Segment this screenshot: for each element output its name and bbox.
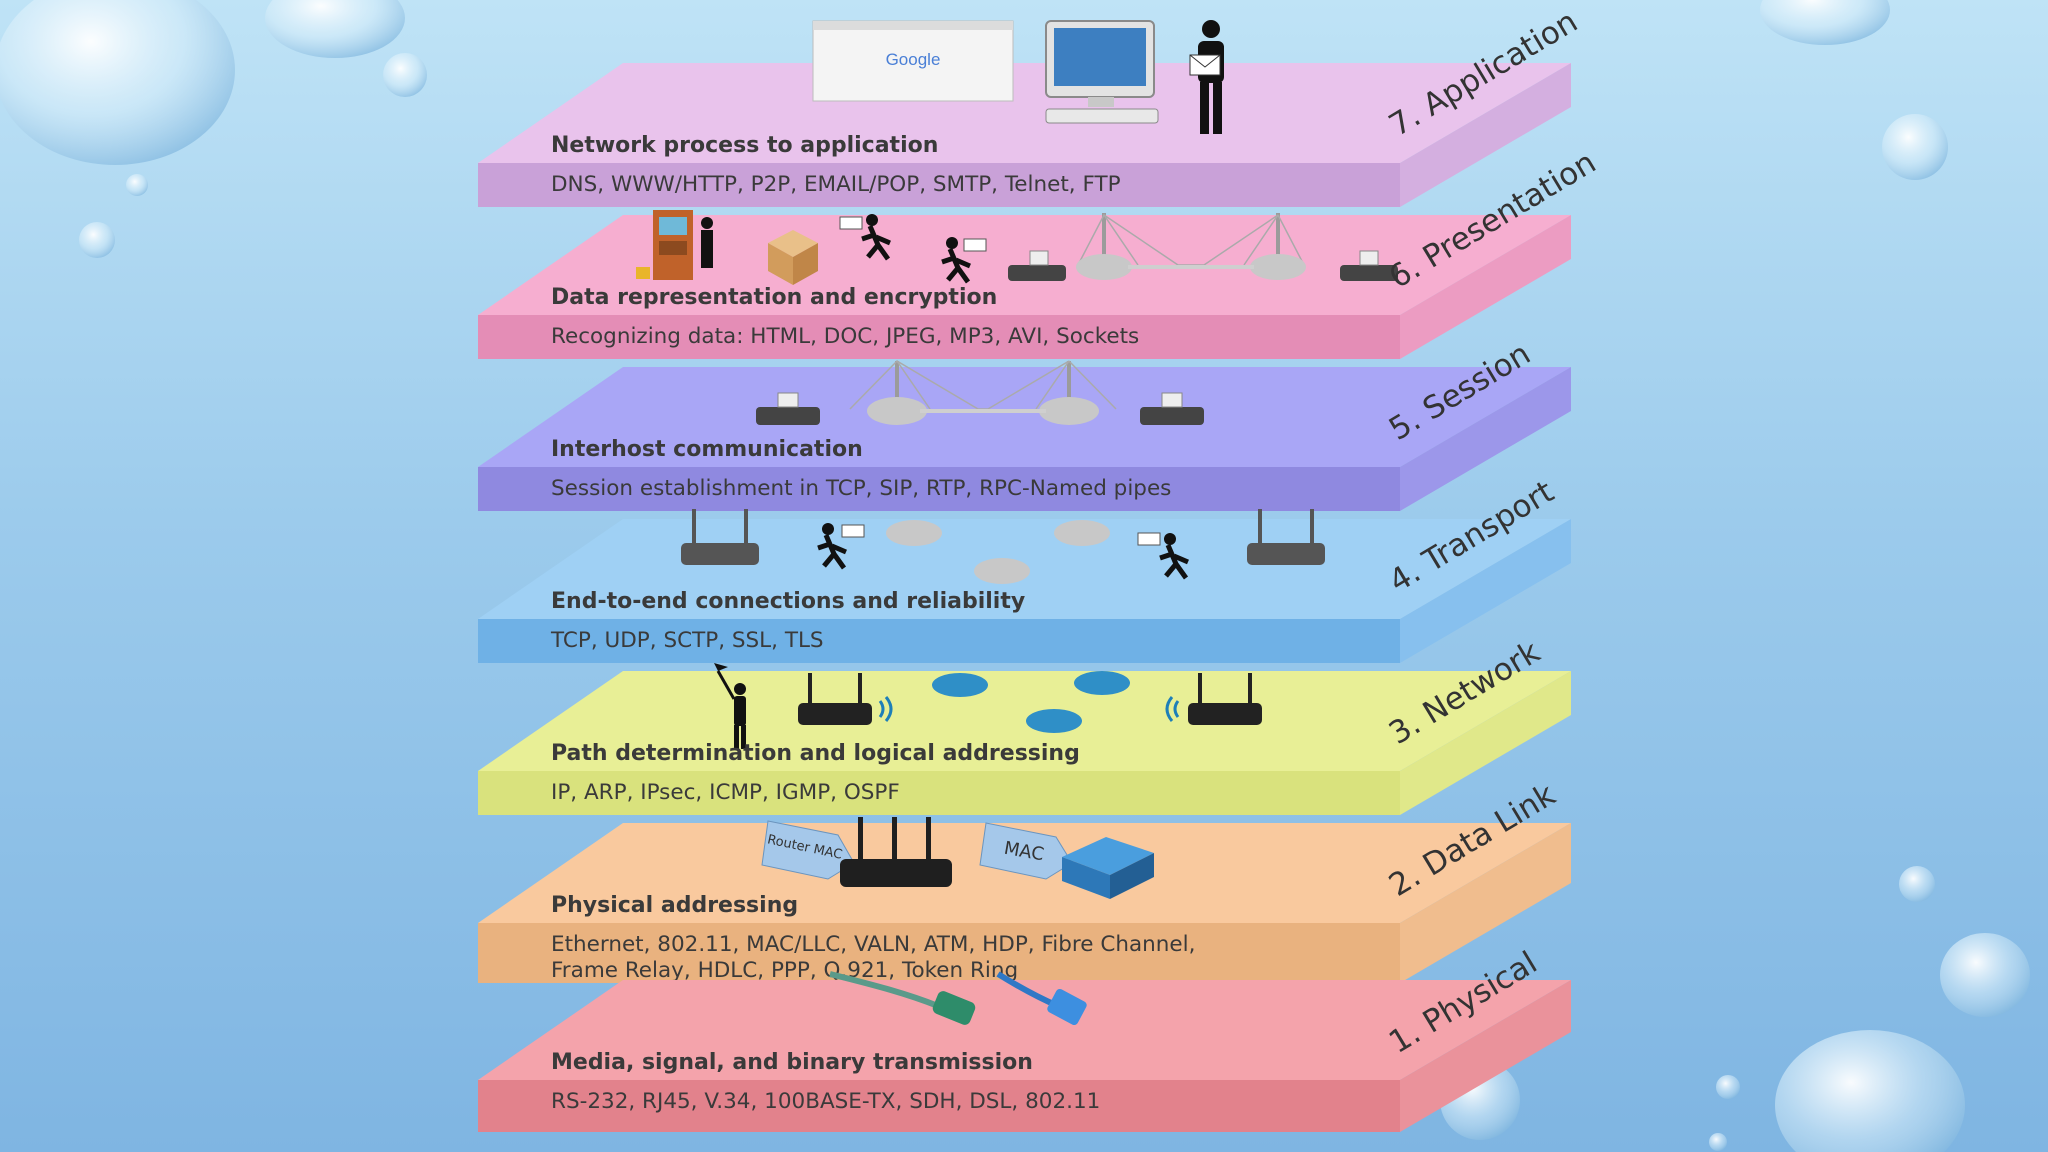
router-icon [756,392,820,425]
layer-description: Interhost communication [551,437,863,462]
layer-description: Path determination and logical addressin… [551,741,1080,766]
layer-description: Physical addressing [551,893,799,918]
router-icon [681,509,759,565]
browser-logo: Google [886,50,941,69]
running-courier-icon [817,523,865,570]
layer-protocols: Recognizing data: HTML, DOC, JPEG, MP3, … [551,324,1140,349]
router-icon [1140,392,1204,425]
layer-description: Media, signal, and binary transmission [551,1050,1033,1075]
session-icons [756,359,1204,425]
ethernet-cable-icon [996,971,1087,1026]
layer-protocols-line: Frame Relay, HDLC, PPP, Q.921, Token Rin… [551,958,1019,983]
package-box-icon [768,230,818,285]
router-mac-tag: Router MAC [761,820,855,880]
network-icons [714,663,1262,749]
router-icon [1008,250,1066,281]
bridge-icon [849,359,1117,425]
fiber-cable-icon [829,971,976,1025]
layer-network: Path determination and logical addressin… [478,634,1571,837]
layer-protocols: Session establishment in TCP, SIP, RTP, … [551,476,1172,501]
application-icons: Google [812,20,1224,134]
person-with-letter-icon [1189,20,1224,134]
mac-tag: MAC [979,822,1073,880]
person-with-flag-icon [714,663,746,749]
switch-icon [1062,837,1154,899]
desktop-computer-icon [1045,20,1159,124]
file-cabinet-icon [636,210,713,280]
transport-icons [681,509,1325,584]
layer-protocols: DNS, WWW/HTTP, P2P, EMAIL/POP, SMTP, Tel… [551,172,1121,197]
router-icon [1340,250,1398,281]
layer-protocols: TCP, UDP, SCTP, SSL, TLS [551,628,824,653]
layer-slab [478,367,1571,511]
layer-slab [478,980,1571,1132]
layer-protocols-line: Ethernet, 802.11, MAC/LLC, VALN, ATM, HD… [551,932,1196,957]
data-link-icons: Router MAC MAC [761,817,1154,899]
wireless-router-icon [1165,673,1262,725]
layer-data-link: Router MAC MAC Physical addressing Ether… [478,777,1571,989]
layer-protocols: Ethernet, 802.11, MAC/LLC, VALN, ATM, HD… [551,932,1195,984]
layer-protocols: RS-232, RJ45, V.34, 100BASE-TX, SDH, DSL… [551,1089,1101,1114]
layer-application: Google Network process to application DN… [478,3,1584,229]
wireless-router-icon [798,673,893,725]
layer-physical: Media, signal, and binary transmission R… [478,945,1571,1146]
layer-slab [478,671,1571,815]
router-icon [840,817,952,887]
bridge-icon [1076,213,1306,280]
layer-transport: End-to-end connections and reliability T… [478,474,1571,685]
layer-presentation: Data representation and encryption Recog… [478,144,1602,381]
running-courier-icon [1137,532,1189,580]
router-icon [1247,509,1325,565]
layer-protocols: IP, ARP, IPsec, ICMP, IGMP, OSPF [551,780,900,805]
running-courier-icon [839,214,891,261]
layer-description: Network process to application [551,133,939,158]
layer-description: Data representation and encryption [551,285,998,310]
physical-icons [829,971,1087,1026]
switch-icon [886,520,1110,584]
browser-window-icon: Google [812,20,1014,102]
layer-slab [478,63,1571,207]
presentation-icons [636,210,1398,285]
layer-description: End-to-end connections and reliability [551,589,1026,614]
running-courier-icon [941,237,987,284]
layer-session: Interhost communication Session establis… [478,336,1571,533]
router-blue-icon [932,671,1130,733]
